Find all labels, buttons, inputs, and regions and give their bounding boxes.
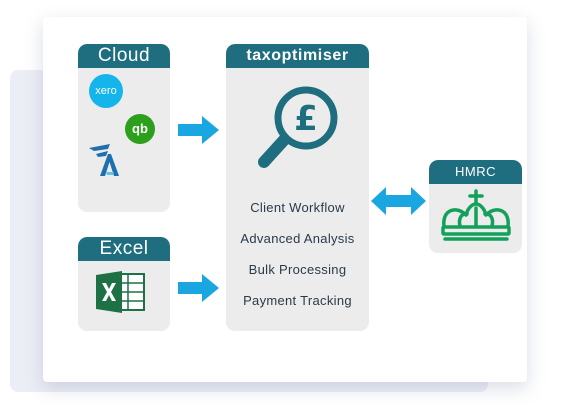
taxoptimiser-title: taxoptimiser xyxy=(226,44,369,68)
excel-panel: Excel xyxy=(78,237,170,331)
quickbooks-logo-icon: qb xyxy=(125,114,155,144)
arrow-right-icon xyxy=(178,116,219,144)
excel-title: Excel xyxy=(78,237,170,261)
feature-client-workflow: Client Workflow xyxy=(250,200,345,215)
feature-list: Client Workflow Advanced Analysis Bulk P… xyxy=(226,196,369,320)
feature-bulk-processing: Bulk Processing xyxy=(248,262,347,277)
arrow-right-icon xyxy=(178,274,219,302)
magnifier-pound-icon: £ xyxy=(258,86,338,168)
taxoptimiser-panel: taxoptimiser £ Client Workflow Advanced … xyxy=(226,44,369,331)
double-arrow-icon xyxy=(371,187,426,215)
cloud-panel: Cloud xero qb xyxy=(78,44,170,212)
feature-advanced-analysis: Advanced Analysis xyxy=(240,231,355,246)
cloud-title: Cloud xyxy=(78,44,170,68)
xero-logo-icon: xero xyxy=(89,74,123,108)
freeagent-logo-icon xyxy=(89,144,119,176)
feature-payment-tracking: Payment Tracking xyxy=(243,293,352,308)
hmrc-panel: HMRC xyxy=(429,160,522,253)
hmrc-title: HMRC xyxy=(429,160,522,184)
excel-logo-icon xyxy=(96,271,145,313)
crown-icon xyxy=(441,189,511,241)
svg-text:£: £ xyxy=(294,99,318,139)
